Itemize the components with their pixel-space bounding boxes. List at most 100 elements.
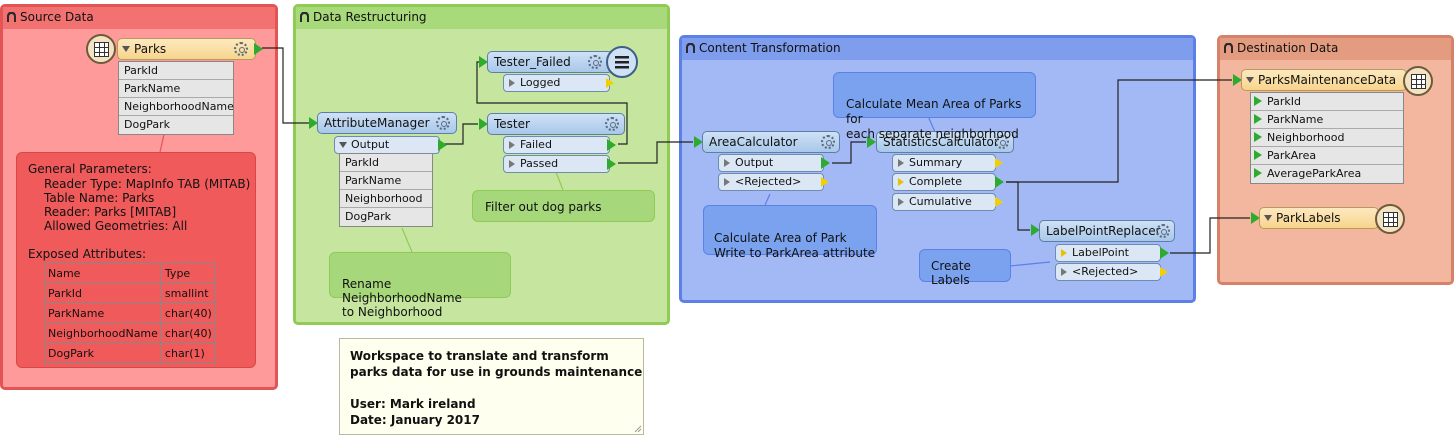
param-line: Reader Type: MapInfo TAB (MITAB)	[44, 177, 251, 191]
reader-parameters-annotation[interactable]: General Parameters: Reader Type: MapInfo…	[16, 152, 256, 368]
port-label: Output	[351, 138, 390, 151]
gear-icon[interactable]	[588, 55, 602, 69]
output-port-complete[interactable]: Complete	[892, 173, 996, 191]
reader-parks[interactable]: Parks	[117, 38, 256, 60]
transformer-tester-failed[interactable]: Tester_Failed	[487, 51, 613, 73]
output-port-arrow[interactable]	[607, 158, 616, 170]
collapse-triangle-icon[interactable]	[1264, 215, 1272, 221]
attribute-port-arrow	[1254, 168, 1262, 178]
bookmark-icon	[1224, 43, 1233, 53]
annotation-filter[interactable]: Filter out dog parks	[472, 190, 655, 222]
transformer-name: Tester	[494, 117, 530, 131]
unconnected-port-arrow[interactable]	[606, 78, 614, 88]
port-triangle-icon	[898, 198, 904, 206]
table-cell: ParkName	[44, 303, 162, 324]
port-logged[interactable]: Logged	[503, 74, 610, 92]
input-port-arrow[interactable]	[694, 136, 703, 148]
attribute-item: Neighborhood	[340, 190, 432, 208]
output-port-arrow[interactable]	[821, 157, 830, 169]
output-port-summary[interactable]: Summary	[892, 154, 996, 172]
attribute-label: Neighborhood	[1267, 131, 1345, 144]
writer-parklabels[interactable]: ParkLabels	[1259, 207, 1379, 229]
table-cell: smallint	[160, 283, 216, 304]
input-port-arrow[interactable]	[309, 117, 318, 129]
table-row: ParkName char(40)	[44, 303, 216, 324]
table-cell: DogPark	[44, 343, 162, 364]
output-port-failed[interactable]: Failed	[503, 136, 610, 154]
table-header-row: Name Type	[44, 263, 216, 284]
collapse-triangle-icon[interactable]	[1246, 77, 1254, 83]
port-triangle-icon	[898, 159, 904, 167]
gear-icon[interactable]	[1156, 224, 1170, 238]
unconnected-port-arrow[interactable]	[821, 177, 829, 187]
gear-icon[interactable]	[436, 116, 450, 130]
unconnected-port-arrow[interactable]	[995, 197, 1003, 207]
workspace-note[interactable]: Workspace to translate and transform par…	[339, 338, 644, 435]
input-port-arrow[interactable]	[867, 136, 876, 148]
table-cell: char(1)	[160, 343, 216, 364]
output-port-arrow[interactable]	[438, 139, 447, 151]
annotation-create-labels[interactable]: Create Labels	[919, 249, 1011, 287]
attribute-item: Neighborhood	[1251, 129, 1403, 147]
transformer-name: Tester_Failed	[494, 55, 571, 69]
table-writer-icon	[1375, 204, 1405, 234]
port-label: Logged	[520, 76, 561, 89]
unconnected-port-arrow[interactable]	[995, 158, 1003, 168]
bookmark-icon	[686, 43, 695, 53]
bookmark-icon	[300, 12, 309, 22]
transformer-attributemanager[interactable]: AttributeManager	[317, 112, 457, 134]
transformer-areacalculator[interactable]: AreaCalculator	[702, 131, 840, 153]
gear-icon[interactable]	[234, 42, 248, 56]
transformer-name: AttributeManager	[324, 116, 430, 130]
output-port-output[interactable]: Output	[334, 136, 440, 154]
param-line: Reader: Parks [MITAB]	[44, 205, 177, 219]
output-port-arrow[interactable]	[254, 43, 263, 55]
port-triangle-icon	[1061, 268, 1067, 276]
bookmark-header: Destination Data	[1220, 38, 1451, 60]
writer-parksmaintenancedata[interactable]: ParksMaintenanceData	[1241, 69, 1407, 91]
port-label: Cumulative	[909, 195, 972, 208]
bookmark-title: Destination Data	[1237, 41, 1339, 55]
output-port-arrow[interactable]	[1160, 247, 1169, 259]
annotation-area[interactable]: Calculate Area of Park Write to ParkArea…	[703, 205, 877, 260]
annotation-rename[interactable]: Rename NeighborhoodName to Neighborhood	[329, 252, 511, 319]
output-port-rejected[interactable]: <Rejected>	[718, 173, 824, 191]
input-port-arrow[interactable]	[1031, 224, 1040, 236]
annotation-text: Calculate Area of Park Write to ParkArea…	[714, 231, 876, 260]
annotation-mean-area[interactable]: Calculate Mean Area of Parks for each se…	[833, 72, 1036, 141]
resize-grip-icon[interactable]	[634, 425, 642, 433]
output-port-passed[interactable]: Passed	[503, 155, 610, 173]
connection-passed-to-areacalc	[618, 141, 693, 164]
exposed-attributes-table: Name Type ParkId smallint ParkName char(…	[44, 263, 216, 364]
collapse-triangle-icon[interactable]	[122, 46, 130, 52]
unconnected-port-arrow[interactable]	[1160, 267, 1168, 277]
attribute-item: ParkName	[340, 172, 432, 190]
output-port-labelpoint[interactable]: LabelPoint	[1055, 244, 1161, 262]
output-port-rejected[interactable]: <Rejected>	[1055, 263, 1161, 281]
collapse-triangle-icon[interactable]	[339, 142, 347, 148]
port-label: Passed	[520, 157, 559, 170]
column-header: Type	[160, 263, 216, 284]
input-port-arrow[interactable]	[479, 118, 488, 130]
output-port-arrow[interactable]	[607, 139, 616, 151]
port-triangle-icon	[509, 160, 515, 168]
param-line: Allowed Geometries: All	[44, 219, 188, 233]
input-port-arrow[interactable]	[1233, 74, 1242, 86]
attribute-item: ParkId	[119, 62, 233, 80]
port-label: <Rejected>	[1072, 265, 1139, 278]
output-port-cumulative[interactable]: Cumulative	[892, 193, 996, 211]
transformer-tester[interactable]: Tester	[487, 113, 625, 135]
output-port-arrow[interactable]	[995, 176, 1004, 188]
transformer-statisticscalculator[interactable]: StatisticsCalculator	[876, 131, 1014, 153]
transformer-labelpointreplacer[interactable]: LabelPointReplacer	[1039, 220, 1175, 242]
input-port-arrow[interactable]	[479, 56, 488, 68]
attribute-label: ParkId	[1267, 95, 1301, 108]
gear-icon[interactable]	[821, 135, 835, 149]
annotation-text: Calculate Mean Area of Parks for each se…	[846, 97, 1022, 141]
input-port-arrow[interactable]	[1251, 212, 1260, 224]
gear-icon[interactable]	[605, 117, 619, 131]
output-port-output[interactable]: Output	[718, 154, 824, 172]
gear-icon[interactable]	[995, 135, 1009, 149]
column-header: Name	[44, 263, 162, 284]
